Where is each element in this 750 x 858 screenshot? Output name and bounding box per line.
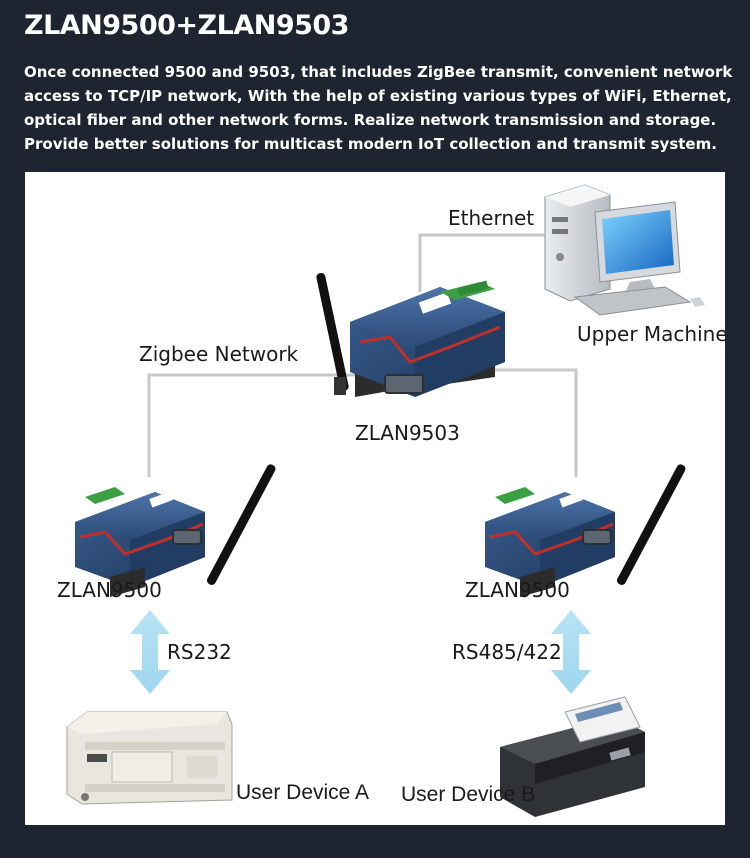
zlan9503-label: ZLAN9503 — [355, 421, 460, 445]
antenna-icon — [206, 464, 276, 585]
zlan9500-left-device — [75, 464, 276, 597]
user-device-b-label: User Device B — [401, 783, 536, 806]
network-diagram — [66, 184, 705, 817]
rs485-422-label: RS485/422 — [452, 640, 562, 664]
zlan9500-right-device — [485, 464, 686, 597]
plc-device-icon — [66, 711, 233, 805]
zigbee-line-left — [147, 373, 355, 477]
description-line: Provide better solutions for multicast m… — [24, 135, 717, 153]
upper-machine-icon — [544, 184, 705, 316]
antenna-icon — [316, 273, 349, 395]
rs232-arrow-icon — [130, 610, 170, 694]
zigbee-line-right — [455, 368, 578, 477]
description-line: optical fiber and other network forms. R… — [24, 111, 717, 129]
page-title: ZLAN9500+ZLAN9503 — [24, 10, 349, 41]
user-device-a-label: User Device A — [236, 781, 370, 804]
zlan9503-device — [316, 273, 505, 397]
rs232-label: RS232 — [167, 640, 232, 664]
zigbee-network-label: Zigbee Network — [139, 342, 299, 366]
upper-machine-label: Upper Machine — [577, 322, 728, 346]
ethernet-label: Ethernet — [448, 206, 535, 230]
ethernet-line — [418, 233, 545, 292]
zlan9500-right-label: ZLAN9500 — [465, 578, 570, 602]
antenna-icon — [616, 464, 686, 585]
description: Once connected 9500 and 9503, that inclu… — [24, 60, 733, 156]
description-line: Once connected 9500 and 9503, that inclu… — [24, 63, 733, 81]
diagram-panel: Ethernet Upper Machine Zigbee Network ZL… — [25, 172, 728, 825]
connector-lines — [147, 233, 578, 477]
zlan9500-left-label: ZLAN9500 — [57, 578, 162, 602]
rs485-arrow-icon — [551, 610, 591, 694]
description-line: access to TCP/IP network, With the help … — [24, 87, 732, 105]
scanner-device-icon — [500, 696, 645, 817]
